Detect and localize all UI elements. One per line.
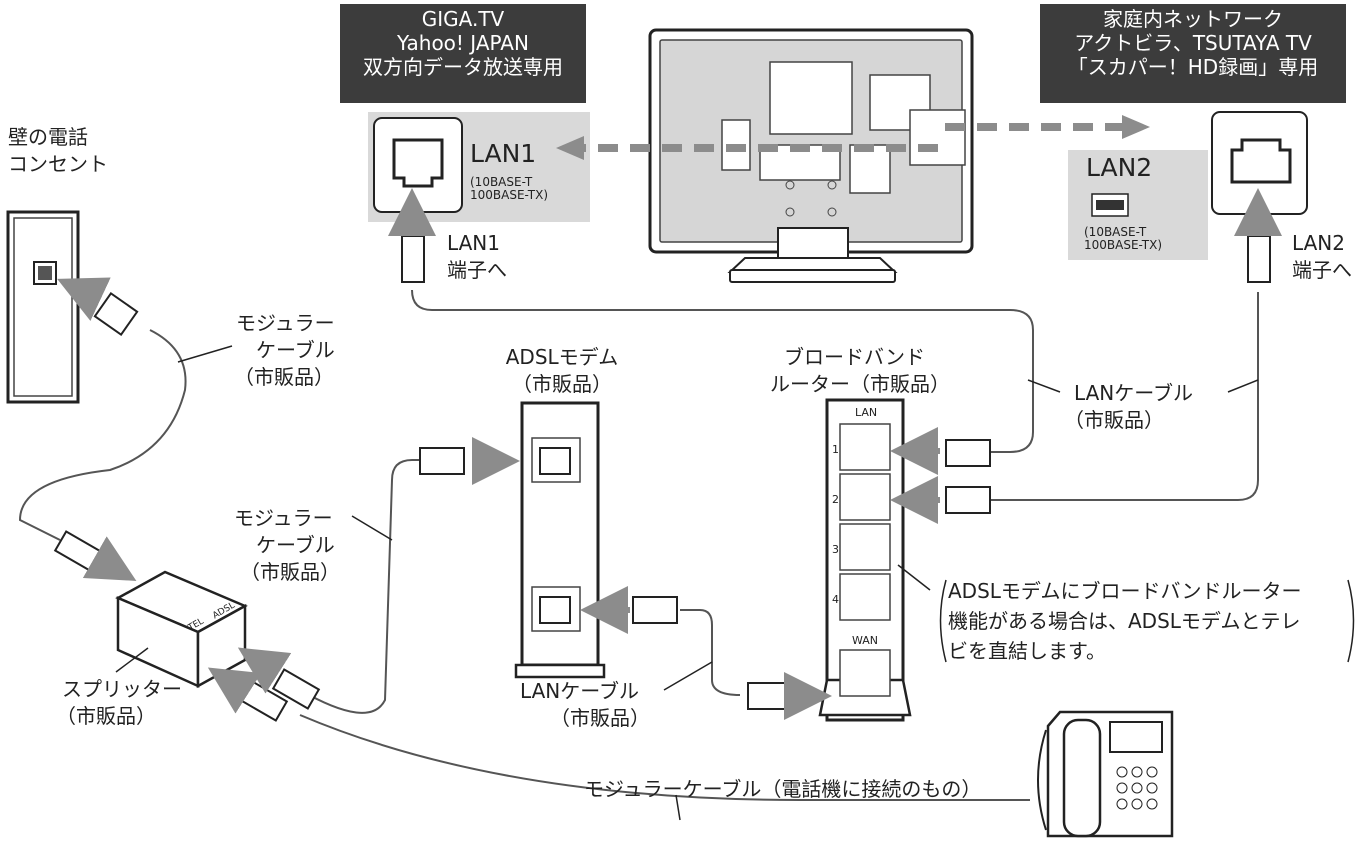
router-line-1: ブロードバンド [784, 345, 925, 369]
adsl-line-2: （市販品） [512, 372, 612, 396]
callout-lines [115, 345, 1355, 821]
lan1-terminal-line-1: LAN1 [447, 231, 500, 255]
router-port-2: 2 [832, 493, 839, 506]
adsl-line-1: ADSLモデム [505, 345, 619, 369]
adsl-modem-device [514, 401, 606, 679]
router-label: ブロードバンド ルーター（市販品） [770, 344, 950, 398]
lan-cable-right-line-1: LANケーブル [1074, 381, 1194, 405]
note-line-3: ビを直結します。 [948, 639, 1106, 663]
modular-cable-top-label: モジュラー ケーブル （市販品） [234, 310, 335, 391]
modular-top-line-3: （市販品） [234, 365, 334, 389]
telephone [1037, 710, 1174, 838]
lan-cable-bottom-line-1: LANケーブル [520, 679, 640, 703]
lan1-terminal-line-2: 端子へ [447, 258, 507, 282]
lan2-spec: (10BASE-T 100BASE-TX) [1084, 226, 1162, 252]
lan1-terminal-label: LAN1 端子へ [447, 230, 507, 284]
tv-back-panel [648, 28, 974, 283]
modular-top-line-1: モジュラー [236, 311, 335, 335]
lan1-dashed-arrow [556, 136, 938, 160]
modular-mid-line-1: モジュラー [234, 506, 333, 530]
router-device [818, 398, 912, 722]
lan2-spec-line-2: 100BASE-TX) [1084, 238, 1163, 252]
router-port-3: 3 [832, 543, 839, 556]
cables [18, 289, 1259, 801]
wall-line-1: 壁の電話 [8, 125, 88, 149]
modular-mid-line-3: （市販品） [240, 560, 340, 584]
wall-outlet [6, 210, 80, 404]
lan2-terminal-label: LAN2 端子へ [1292, 230, 1352, 284]
lan1-label: LAN1 [470, 139, 537, 168]
gray-arrows [57, 188, 1282, 720]
lan2-terminal-line-1: LAN2 [1292, 231, 1345, 255]
splitter-line-1: スプリッター [62, 677, 182, 701]
router-port-wan: WAN [852, 634, 879, 647]
lan1-spec-line-2: 100BASE-TX) [470, 188, 549, 202]
lan2-spec-line-1: (10BASE-T [1084, 225, 1147, 239]
router-port-lan: LAN [855, 406, 878, 419]
modular-top-line-2: ケーブル [256, 338, 335, 362]
lan2-dashed-arrow [945, 115, 1150, 139]
lan-cable-bottom-line-2: （市販品） [550, 706, 650, 730]
right-banner-line-2: アクトビラ、TSUTAYA TV [1074, 31, 1312, 55]
splitter-line-2: （市販品） [56, 704, 156, 728]
left-banner: GIGA.TV Yahoo! JAPAN 双方向データ放送専用 [340, 4, 586, 103]
right-banner: 家庭内ネットワーク アクトビラ、TSUTAYA TV 「スカパー！HD録画」専用 [1040, 4, 1346, 103]
router-note: ADSLモデムにブロードバンドルーター 機能がある場合は、ADSLモデムとテレ … [948, 576, 1302, 666]
lan-cable-bottom-label: LANケーブル （市販品） [520, 678, 650, 732]
wall-line-2: コンセント [8, 152, 108, 176]
note-line-2: 機能がある場合は、ADSLモデムとテレ [948, 609, 1301, 633]
router-line-2: ルーター（市販品） [770, 372, 950, 396]
lan1-spec-line-1: (10BASE-T [470, 175, 533, 189]
modular-cable-mid-label: モジュラー ケーブル （市販品） [234, 505, 340, 586]
splitter-label: スプリッター （市販品） [56, 676, 182, 730]
lan-cable-right-line-2: （市販品） [1064, 408, 1164, 432]
modular-mid-line-2: ケーブル [256, 533, 335, 557]
lan1-spec: (10BASE-T 100BASE-TX) [470, 176, 548, 202]
lan2-label: LAN2 [1086, 153, 1153, 182]
left-banner-line-2: Yahoo! JAPAN [397, 31, 529, 55]
right-banner-line-3: 「スカパー！HD録画」専用 [1067, 55, 1319, 79]
adsl-modem-label: ADSLモデム （市販品） [476, 344, 648, 398]
left-banner-line-1: GIGA.TV [421, 7, 505, 31]
left-banner-line-3: 双方向データ放送専用 [363, 55, 563, 79]
note-line-1: ADSLモデムにブロードバンドルーター [948, 579, 1302, 603]
wall-outlet-label: 壁の電話 コンセント [8, 124, 108, 178]
router-port-1: 1 [832, 443, 839, 456]
splitter [115, 570, 248, 689]
phone-cable-label: モジュラーケーブル（電話機に接続のもの） [584, 777, 982, 801]
lan2-terminal-line-2: 端子へ [1292, 258, 1352, 282]
right-banner-line-1: 家庭内ネットワーク [1103, 7, 1283, 31]
router-port-4: 4 [832, 593, 839, 606]
lan-cable-right-label: LANケーブル （市販品） [1064, 380, 1193, 434]
